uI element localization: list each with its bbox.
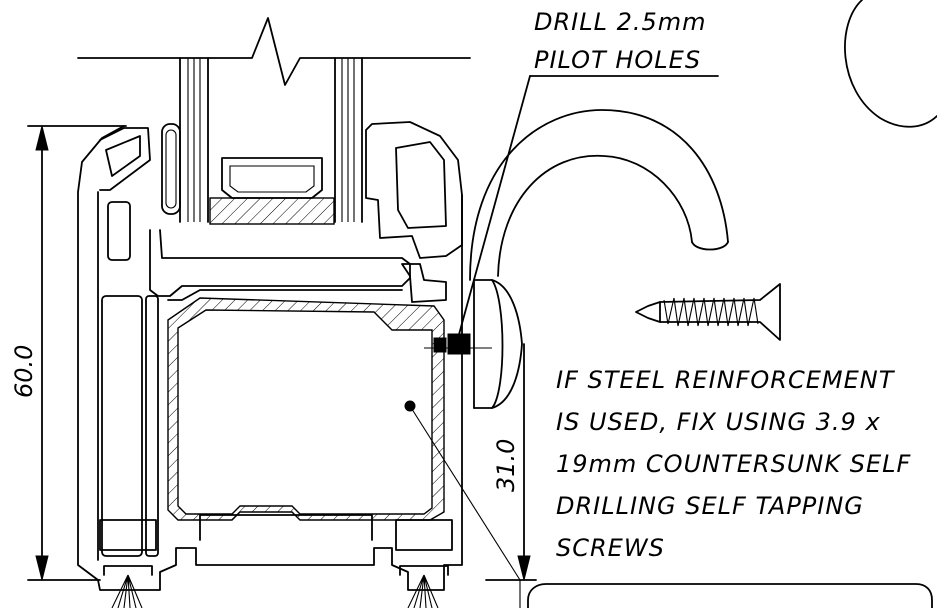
fix-note-line3: 19mm COUNTERSUNK SELF <box>556 450 911 478</box>
left-glazing-gasket <box>161 123 181 215</box>
screw-height-dimension: 31.0 <box>485 343 537 581</box>
fix-note-line5: SCREWS <box>556 534 665 562</box>
steel-reinforcement <box>167 297 445 521</box>
glass-unit <box>77 17 471 223</box>
overall-height-dimension: 60.0 <box>10 125 127 581</box>
fix-note-line4: DRILLING SELF TAPPING <box>556 492 864 520</box>
fix-note: IF STEEL REINFORCEMENT IS USED, FIX USIN… <box>556 366 911 562</box>
reinforcement-leader <box>409 405 933 608</box>
drill-note-line2: PILOT HOLES <box>534 46 701 74</box>
pilot-hole <box>424 333 492 355</box>
drill-note-line1: DRILL 2.5mm <box>534 8 707 36</box>
fix-note-line2: IS USED, FIX USING 3.9 x <box>556 408 881 436</box>
right-brush-seal <box>407 574 439 608</box>
screw-height-label: 31.0 <box>492 439 520 492</box>
self-tapping-screw-icon <box>635 283 781 341</box>
left-brush-seal <box>111 574 143 608</box>
frame-profile <box>77 125 463 591</box>
overall-height-label: 60.0 <box>10 345 38 398</box>
fix-note-line1: IF STEEL REINFORCEMENT <box>556 366 896 394</box>
glazing-bead <box>365 121 463 303</box>
drill-note: DRILL 2.5mm PILOT HOLES <box>457 8 719 339</box>
detail-callout-circle <box>844 0 937 128</box>
window-handle <box>469 109 729 409</box>
glass-spacer-bar <box>209 157 335 225</box>
